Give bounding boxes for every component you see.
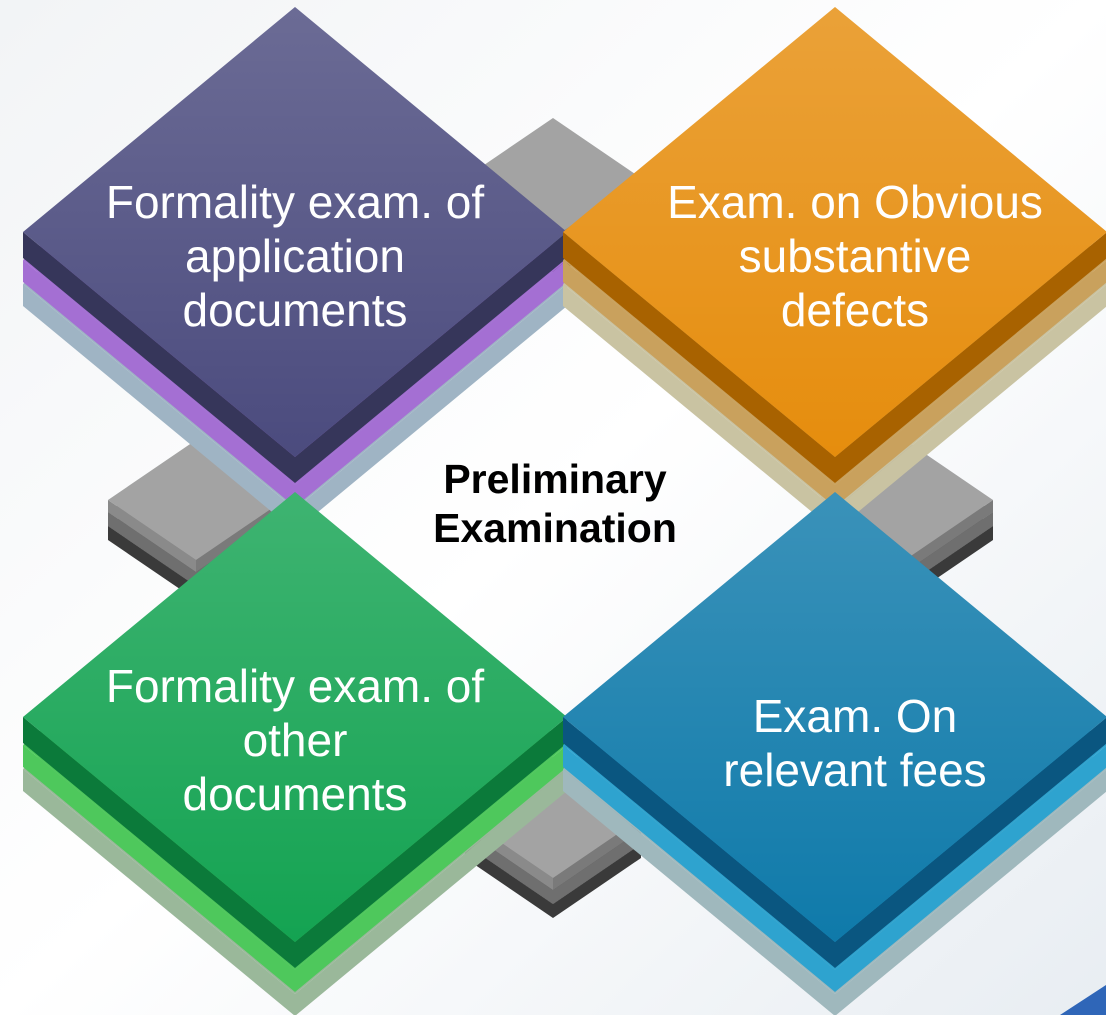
block-bottom-left-middle-right-face [295, 745, 567, 992]
block-bottom-right [563, 492, 1106, 1016]
quadrant-label-top-left: Formality exam. of application documents [105, 176, 485, 336]
connector-left-layer2-left-face [108, 512, 196, 586]
quadrant-blocks [23, 7, 1106, 1016]
block-bottom-right-middle-right-face [835, 745, 1106, 992]
block-bottom-left [23, 492, 567, 1016]
block-top-left-middle-right-face [295, 260, 567, 507]
quadrant-label-bottom-left: Formality exam. of other documents [105, 660, 485, 820]
connector-left-layer3-left-face [108, 526, 196, 600]
block-top-left-sheen [23, 7, 567, 457]
center-title: Preliminary Examination [433, 456, 677, 552]
block-bottom-right-base-left-face [563, 769, 835, 1016]
quadrant-label-bottom-right: Exam. On relevant fees [723, 690, 987, 796]
connector-left-layer1-right-face [196, 500, 284, 572]
block-bottom-left-top-left-face [23, 717, 295, 968]
block-top-left-base-left-face [23, 284, 295, 531]
block-top-left-top-left-face [23, 232, 295, 483]
block-bottom-right-middle-left-face [563, 745, 835, 992]
block-top-right-top-left-face [563, 232, 835, 483]
connector-bottom-layer2-right-face [553, 830, 641, 904]
block-top-right-top-right-face [835, 232, 1106, 483]
connector-bottom-layer3-right-face [553, 844, 641, 918]
block-top-left-middle-left-face [23, 260, 295, 507]
block-bottom-right-sheen [563, 492, 1106, 942]
block-top-right-sheen [563, 7, 1106, 457]
block-bottom-left-sheen [23, 492, 567, 942]
connector-left-layer1-left-face [108, 500, 196, 572]
block-top-left-base-right-face [295, 284, 567, 531]
block-bottom-left-base-right-face [295, 769, 567, 1016]
block-top-right-middle-left-face [563, 260, 835, 507]
connector-right-layer2-right-face [905, 512, 993, 586]
block-top-left-top-right-face [295, 232, 567, 483]
corner-accent [1060, 985, 1106, 1015]
block-bottom-left-base-left-face [23, 769, 295, 1016]
block-top-right-middle-right-face [835, 260, 1106, 507]
connector-right-layer1-right-face [905, 500, 993, 572]
block-bottom-left-middle-left-face [23, 745, 295, 992]
block-bottom-left-top-right-face [295, 717, 567, 968]
connector-bottom-layer3-left-face [465, 844, 553, 918]
quadrant-label-top-right: Exam. on Obvious substantive defects [667, 176, 1043, 336]
block-bottom-right-top-right-face [835, 717, 1106, 968]
block-top-right [563, 7, 1106, 531]
block-top-right-base-left-face [563, 284, 835, 531]
block-bottom-right-base-right-face [835, 769, 1106, 1016]
block-bottom-right-top-left-face [563, 717, 835, 968]
block-top-right-base-right-face [835, 284, 1106, 531]
block-top-left [23, 7, 567, 531]
